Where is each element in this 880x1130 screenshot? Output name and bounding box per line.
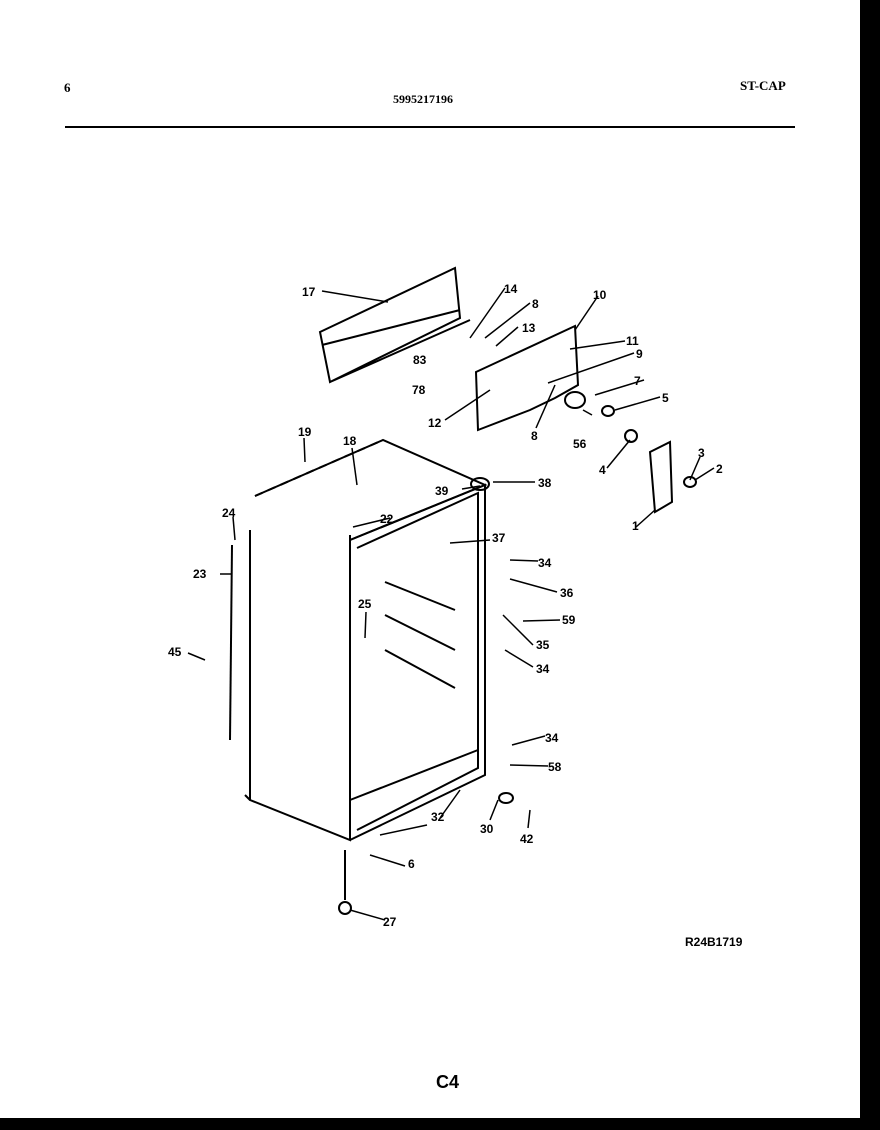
part-cabinet xyxy=(244,438,488,842)
part-hinge-rod xyxy=(229,544,233,741)
callout-1: 1 xyxy=(632,519,639,533)
callout-59: 59 xyxy=(562,613,576,627)
part-number: 5995217196 xyxy=(393,92,453,106)
callout-22: 22 xyxy=(380,512,394,526)
exploded-view-drawing xyxy=(187,266,715,921)
part-handle xyxy=(648,440,674,514)
callout-3: 3 xyxy=(698,446,705,460)
callout-36: 36 xyxy=(560,586,574,600)
page-number: 6 xyxy=(64,80,71,95)
callout-24: 24 xyxy=(222,506,236,520)
reference-code: R24B1719 xyxy=(685,935,743,949)
part-knob xyxy=(564,391,586,409)
callout-7: 7 xyxy=(634,374,641,388)
callout-19: 19 xyxy=(298,425,312,439)
callout-34c: 34 xyxy=(545,731,559,745)
callout-34: 34 xyxy=(538,556,552,570)
callout-11: 11 xyxy=(626,334,639,348)
callout-27: 27 xyxy=(383,915,397,929)
callout-39: 39 xyxy=(435,484,449,498)
callout-10: 10 xyxy=(593,288,607,302)
callout-8: 8 xyxy=(532,297,539,311)
callout-78: 78 xyxy=(412,383,426,397)
callout-30: 30 xyxy=(480,822,494,836)
parts-diagram-page: 6 5995217196 ST-CAP xyxy=(0,0,860,1118)
callout-18: 18 xyxy=(343,434,357,448)
page-code: C4 xyxy=(436,1072,460,1092)
callout-42: 42 xyxy=(520,832,534,846)
callout-5: 5 xyxy=(662,391,669,405)
callout-58: 58 xyxy=(548,760,562,774)
callout-23: 23 xyxy=(193,567,207,581)
callout-25: 25 xyxy=(358,597,372,611)
model-code: ST-CAP xyxy=(740,78,786,93)
callout-2: 2 xyxy=(716,462,723,476)
callout-14: 14 xyxy=(504,282,518,296)
callout-45: 45 xyxy=(168,645,182,659)
callout-32: 32 xyxy=(431,810,445,824)
callout-9: 9 xyxy=(636,347,643,361)
header-rule xyxy=(65,126,795,128)
callout-4: 4 xyxy=(599,463,606,477)
part-control-panel xyxy=(474,324,580,432)
callout-6: 6 xyxy=(408,857,415,871)
callout-17: 17 xyxy=(302,285,316,299)
callout-12: 12 xyxy=(428,416,442,430)
callout-38: 38 xyxy=(538,476,552,490)
callout-37: 37 xyxy=(492,531,506,545)
callout-56: 56 xyxy=(573,437,587,451)
callout-34b: 34 xyxy=(536,662,550,676)
callout-13: 13 xyxy=(522,321,536,335)
callout-83: 83 xyxy=(413,353,427,367)
part-top-cover xyxy=(318,266,471,384)
callout-35: 35 xyxy=(536,638,550,652)
callout-8b: 8 xyxy=(531,429,538,443)
